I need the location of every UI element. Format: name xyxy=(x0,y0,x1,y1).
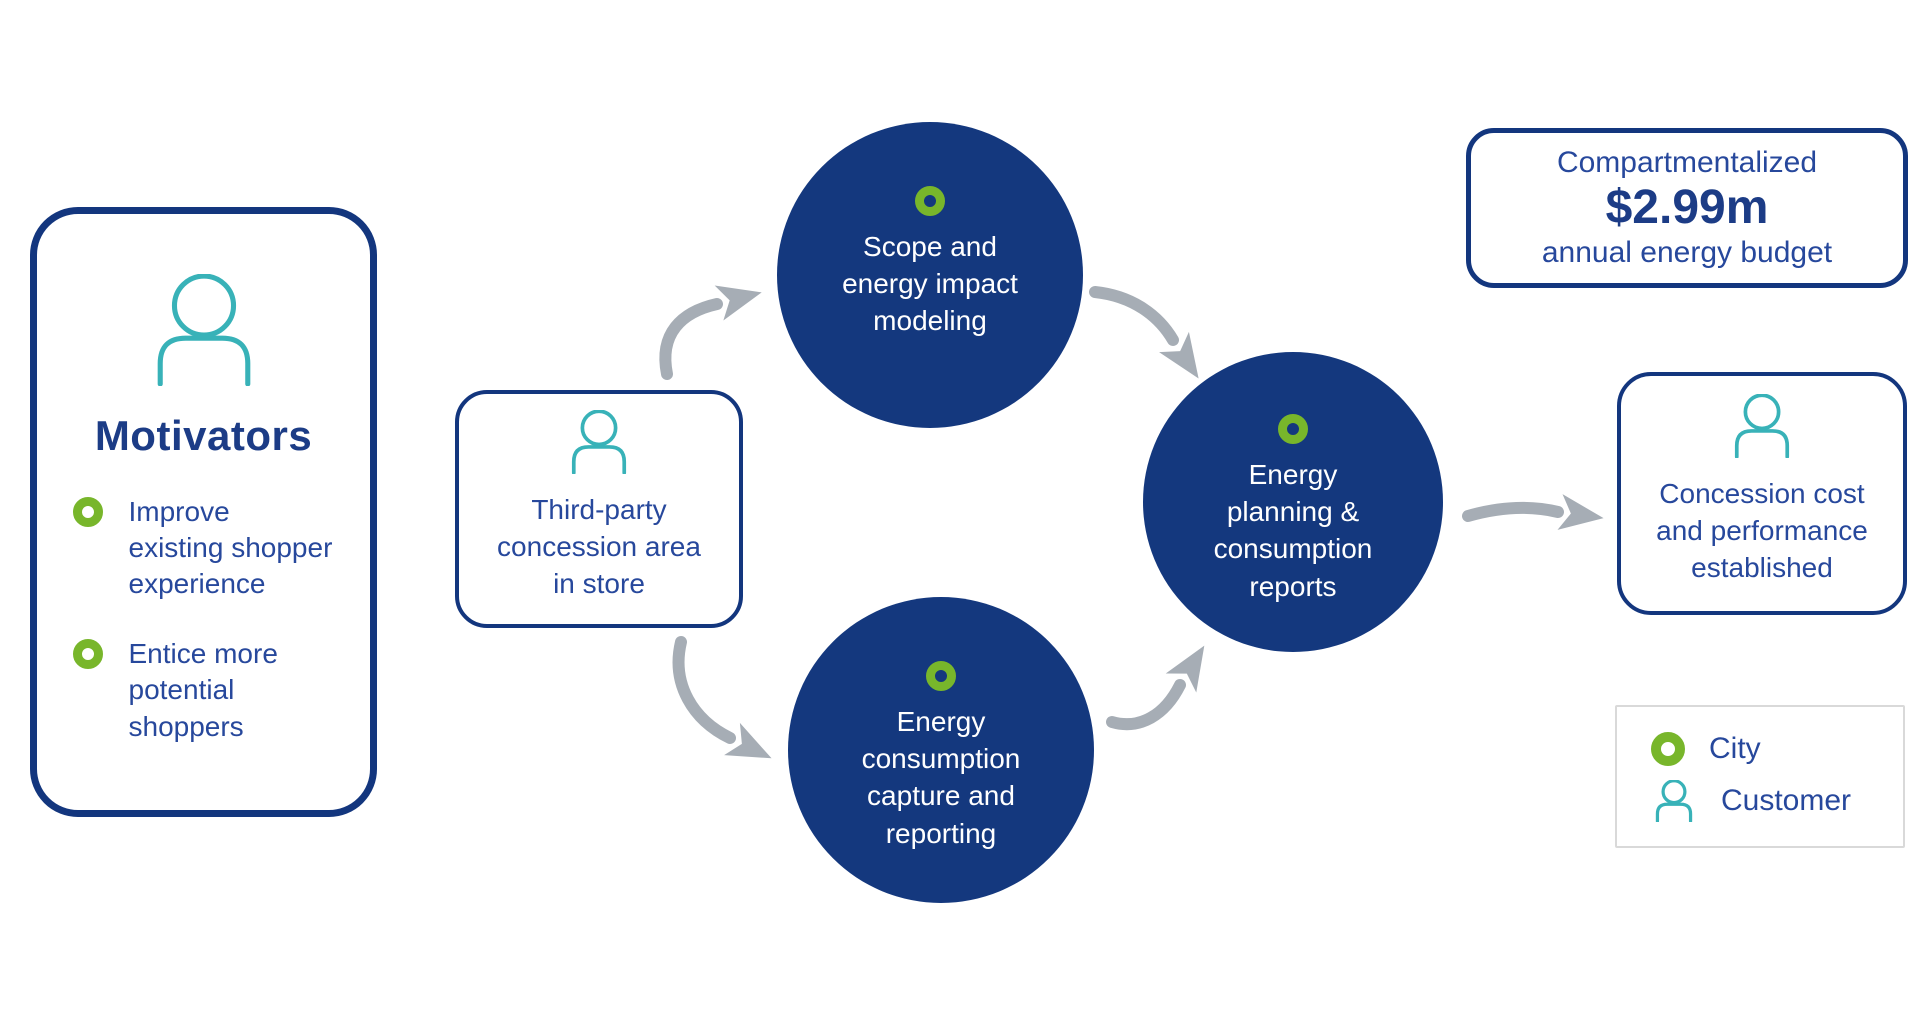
process-circle-planning-reports: Energy planning & consumption reports xyxy=(1143,352,1443,652)
arrow-source-to-top-circle xyxy=(659,285,762,380)
arrow-source-to-bottom-circle xyxy=(672,636,772,759)
outcome-box-label: Concession cost and performance establis… xyxy=(1656,478,1868,583)
legend-label: Customer xyxy=(1721,783,1852,817)
motivator-item-label: Entice more potential shoppers xyxy=(128,638,278,742)
legend: City Customer xyxy=(1615,705,1905,848)
customer-icon xyxy=(1655,779,1693,822)
customer-icon xyxy=(1734,394,1790,458)
process-circle-label: Energy planning & consumption reports xyxy=(1213,459,1373,602)
process-circle-label: Scope and energy impact modeling xyxy=(842,231,1018,337)
motivators-panel: Motivators Improve existing shopper expe… xyxy=(30,207,377,817)
motivator-item: Entice more potential shoppers xyxy=(72,636,335,744)
arrow-merge-circle-to-outcome-box xyxy=(1462,494,1604,530)
budget-amount: $2.99m xyxy=(1605,181,1769,235)
process-circle-scope-modeling: Scope and energy impact modeling xyxy=(777,122,1083,428)
city-dot-icon xyxy=(926,661,956,691)
budget-subtitle: annual energy budget xyxy=(1541,235,1833,269)
arrow-top-circle-to-merge-circle xyxy=(1089,286,1199,379)
outcome-box-concession-cost: Concession cost and performance establis… xyxy=(1617,372,1907,615)
customer-icon xyxy=(157,274,250,386)
source-box-third-party-concession: Third-party concession area in store xyxy=(455,390,743,628)
customer-icon xyxy=(571,410,627,474)
city-dot-icon xyxy=(72,639,103,670)
legend-item-city: City xyxy=(1651,731,1761,766)
budget-callout: Compartmentalized $2.99m annual energy b… xyxy=(1466,128,1908,288)
arrow-bottom-circle-to-merge-circle xyxy=(1106,645,1205,731)
budget-title: Compartmentalized xyxy=(1556,146,1818,180)
legend-item-customer: Customer xyxy=(1651,779,1852,822)
process-circle-label: Energy consumption capture and reporting xyxy=(861,706,1021,849)
city-dot-icon xyxy=(72,497,103,527)
city-dot-icon xyxy=(1278,414,1308,444)
city-dot-icon xyxy=(915,186,945,216)
motivator-item: Improve existing shopper experience xyxy=(72,494,335,602)
motivators-title: Motivators xyxy=(94,412,313,459)
motivator-item-label: Improve existing shopper experience xyxy=(128,496,333,600)
city-dot-icon xyxy=(1651,731,1685,766)
source-box-label: Third-party concession area in store xyxy=(497,494,701,599)
legend-label: City xyxy=(1709,731,1761,765)
process-circle-consumption-capture: Energy consumption capture and reporting xyxy=(788,597,1094,903)
